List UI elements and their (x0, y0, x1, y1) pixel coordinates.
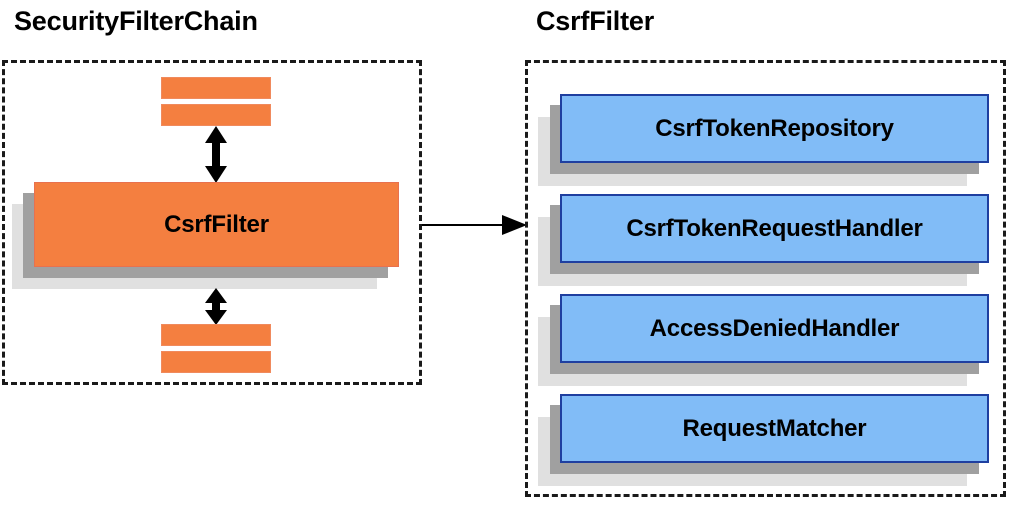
right-panel-title: CsrfFilter (536, 6, 655, 36)
connector-arrow-icon (422, 214, 530, 236)
card-face (34, 182, 399, 267)
collaborator-card-label: CsrfTokenRepository (655, 114, 894, 142)
collaborator-card-access-denied-handler[interactable]: AccessDeniedHandler (538, 294, 989, 386)
collaborator-card-csrf-token-repository[interactable]: CsrfTokenRepository (538, 94, 989, 186)
collaborator-card-label: RequestMatcher (682, 414, 867, 442)
csrf-filter-card-label: CsrfFilter (164, 210, 269, 238)
csrf-filter-container (525, 60, 1006, 497)
filter-slab-above-1 (161, 77, 271, 99)
csrf-filter-card[interactable]: CsrfFilter (12, 182, 399, 289)
card-face: CsrfTokenRepository (560, 94, 989, 163)
security-filter-chain-container (2, 60, 422, 385)
collaborator-card-csrf-token-request-handler[interactable]: CsrfTokenRequestHandler (538, 194, 989, 286)
card-face: RequestMatcher (560, 394, 989, 463)
collaborator-card-label: CsrfTokenRequestHandler (626, 214, 923, 242)
filter-slab-below-1 (161, 324, 271, 346)
filter-slab-below-2 (161, 351, 271, 373)
collaborator-card-label: AccessDeniedHandler (649, 314, 900, 342)
filter-slab-above-2 (161, 104, 271, 126)
left-panel-title: SecurityFilterChain (14, 6, 258, 36)
double-arrow-below-icon (204, 288, 228, 325)
collaborator-card-request-matcher[interactable]: RequestMatcher (538, 394, 989, 486)
card-face: CsrfTokenRequestHandler (560, 194, 989, 263)
double-arrow-above-icon (204, 126, 228, 183)
card-face: AccessDeniedHandler (560, 294, 989, 363)
